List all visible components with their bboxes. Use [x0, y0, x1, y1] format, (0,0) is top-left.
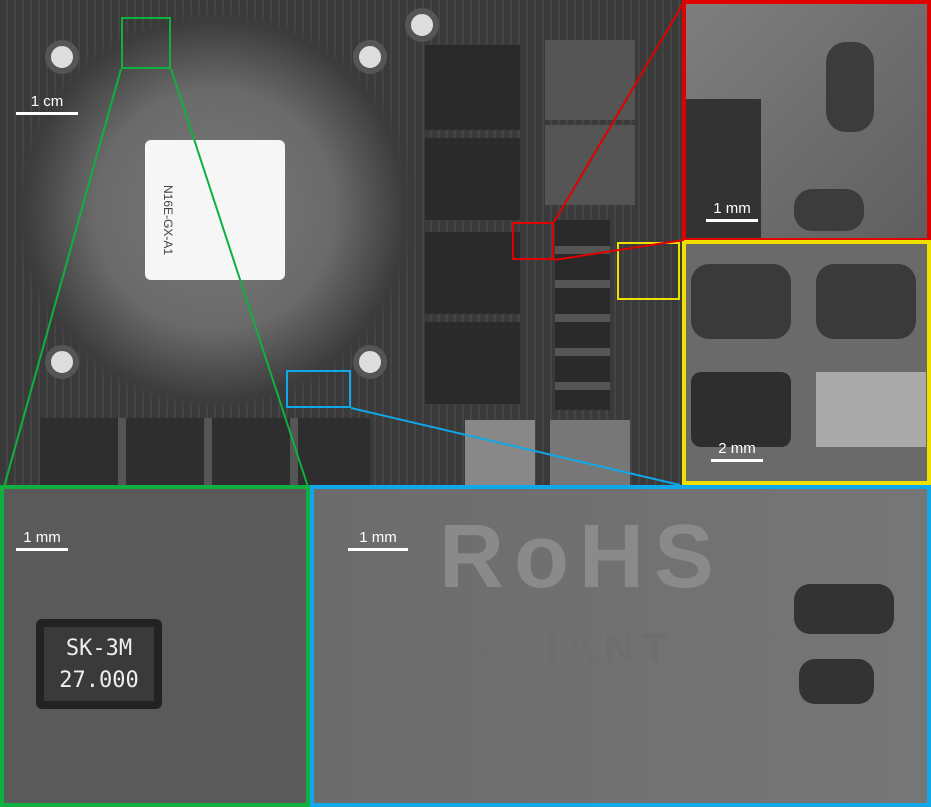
scale-bar: 1 mm [16, 529, 68, 551]
mounting-hole [405, 8, 439, 42]
green-connector [3, 68, 122, 488]
scale-label: 1 mm [359, 529, 397, 546]
scale-bar: 1 mm [706, 200, 758, 222]
pcb-overview-image: N16E-GX-A1 1 cm [0, 0, 682, 485]
inductor [816, 264, 916, 339]
scale-bar: 2 mm [711, 440, 763, 462]
red-zoom-marker [512, 222, 554, 260]
capacitor [794, 584, 894, 634]
gpu-die [145, 140, 285, 280]
component [691, 372, 791, 447]
green-inset-image: SK-3M 27.000 1 mm [0, 485, 310, 807]
red-connector [553, 1, 685, 223]
red-connector [553, 239, 685, 261]
power-stage-chips [555, 220, 610, 410]
scale-label: 1 mm [713, 200, 751, 217]
crystal-marking-line2: 27.000 [59, 668, 139, 693]
memory-chip [425, 322, 520, 404]
mounting-hole [45, 345, 79, 379]
crystal-marking-line1: SK-3M [65, 636, 133, 661]
inductor [826, 42, 874, 132]
inductor [550, 420, 630, 485]
yellow-inset-image: 2 mm [682, 240, 931, 485]
blue-connector [350, 407, 681, 486]
solder-pads [816, 372, 926, 447]
green-zoom-marker [121, 17, 171, 69]
scale-bar: 1 mm [348, 529, 408, 551]
scale-label: 1 mm [23, 529, 61, 546]
capacitor [799, 659, 874, 704]
blue-inset-image: RoHS COMPLIANT 1 mm [310, 485, 931, 807]
chip-edge [686, 99, 761, 238]
green-connector [170, 68, 309, 488]
scale-label: 1 cm [30, 93, 64, 110]
inductor [465, 420, 535, 485]
scale-bar: 1 cm [16, 93, 78, 115]
memory-chip [425, 232, 520, 314]
memory-chip-row [40, 418, 370, 485]
mounting-hole [353, 345, 387, 379]
compliant-text: COMPLIANT [354, 624, 676, 671]
mounting-hole [353, 40, 387, 74]
inductor [545, 40, 635, 120]
inductor [545, 125, 635, 205]
yellow-zoom-marker [617, 242, 680, 300]
blue-zoom-marker [286, 370, 351, 408]
mounting-hole [45, 40, 79, 74]
crystal-oscillator: SK-3M 27.000 [36, 619, 162, 709]
memory-chip [425, 45, 520, 130]
capacitor [794, 189, 864, 231]
red-inset-image: 1 mm [682, 0, 931, 242]
scale-label: 2 mm [718, 440, 756, 457]
rohs-logo-text: RoHS [439, 507, 724, 607]
inductor [691, 264, 791, 339]
memory-chip [425, 138, 520, 220]
